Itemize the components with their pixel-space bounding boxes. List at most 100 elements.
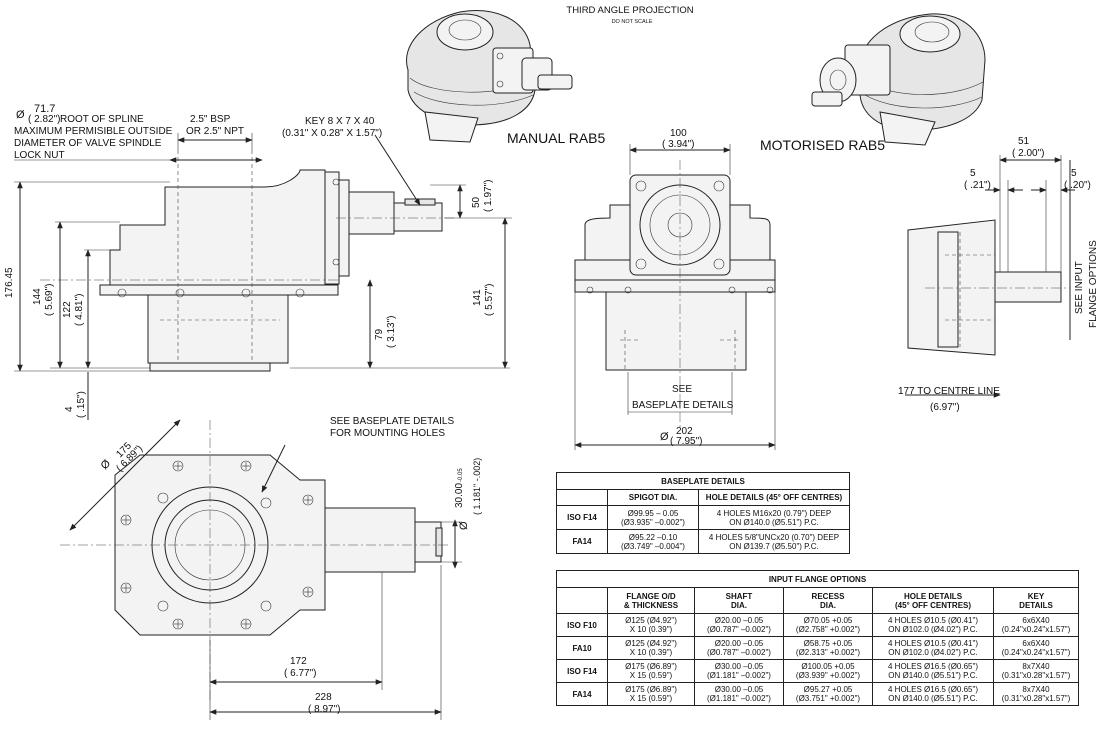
dim-144-inch: ( 5.69") xyxy=(44,284,55,316)
dim-228: 228 xyxy=(315,692,332,703)
baseplate-details-table: BASEPLATE DETAILS SPIGOT DIA. HOLE DETAI… xyxy=(556,472,850,554)
key-cell: 6x6X40(0.24"x0.24"x1.57") xyxy=(993,613,1079,637)
manual-rab5-illustration xyxy=(406,10,573,143)
flange-table-title: INPUT FLANGE OPTIONS xyxy=(556,570,1079,588)
dim-50-inch: ( 1.97") xyxy=(483,180,494,212)
scale-note: DO NOT SCALE xyxy=(612,19,653,25)
row-label: ISO F14 xyxy=(556,659,608,683)
dim-79-inch: ( 3.13") xyxy=(386,316,397,348)
dim-51-inch: ( 2.00") xyxy=(1012,148,1044,159)
dim-4-inch: ( .15") xyxy=(76,391,87,418)
row-label: FA14 xyxy=(556,682,608,706)
dim-172-inch: ( 6.77") xyxy=(284,668,316,679)
holes-cell: 4 HOLES Ø16.5 (Ø0.65")ON Ø140.0 (Ø5.51")… xyxy=(872,659,994,683)
spline-note-2: MAXIMUM PERMISIBLE OUTSIDE xyxy=(14,126,173,137)
table-row: ISO F10 Ø125 (Ø4.92")X 10 (0.39") Ø20.00… xyxy=(556,613,1079,637)
dim-144: 144 xyxy=(32,288,43,305)
motorised-rab5-illustration xyxy=(811,13,986,146)
dim-122-inch: ( 4.81") xyxy=(74,294,85,326)
dim-122: 122 xyxy=(62,301,73,318)
input-flange-note-1: SEE INPUT xyxy=(1074,261,1085,314)
key-line-1: KEY 8 X 7 X 40 xyxy=(305,116,375,127)
row-label: ISO F14 xyxy=(556,505,608,530)
shaft-cell: Ø20.00 –0.05(Ø0.787" –0.002") xyxy=(694,613,784,637)
dim-30-tolerance: -0.05 xyxy=(458,468,464,482)
spline-dia-inch: ( 2.82") xyxy=(28,114,60,125)
dim-30-inch: ( 1.181" -.002) xyxy=(472,458,482,515)
dim-5b-inch: ( .20") xyxy=(1064,180,1091,191)
table-row: FA10 Ø125 (Ø4.92")X 10 (0.39") Ø20.00 –0… xyxy=(556,636,1079,660)
baseplate-note-2: FOR MOUNTING HOLES xyxy=(330,428,445,439)
bsp-line-2: OR 2.5" NPT xyxy=(186,126,244,137)
dim-30: 30.00 xyxy=(454,483,465,508)
dim-228-inch: ( 8.97") xyxy=(308,704,340,715)
holes-cell: 4 HOLES Ø10.5 (Ø0.41")ON Ø102.0 (Ø4.02")… xyxy=(872,636,994,660)
motorised-rab5-label: MOTORISED RAB5 xyxy=(760,137,885,153)
dim-175-symbol: Ø xyxy=(99,457,114,472)
spline-note-1: ROOT OF SPLINE xyxy=(60,114,144,125)
dim-176: 176.45 xyxy=(4,267,15,298)
dim-100: 100 xyxy=(670,128,687,139)
flange-header-blank xyxy=(556,587,608,614)
baseplate-table-title: BASEPLATE DETAILS xyxy=(556,472,850,490)
recess-cell: Ø70.05 +0.05(Ø2.758" +0.002") xyxy=(783,613,873,637)
spline-note-3: DIAMETER OF VALVE SPINDLE xyxy=(14,138,162,149)
row-label: FA14 xyxy=(556,529,608,554)
flange-header-od: FLANGE O/D& THICKNESS xyxy=(607,587,695,614)
dim-5a: 5 xyxy=(970,168,976,179)
recess-cell: Ø95.27 +0.05(Ø3.751" +0.002") xyxy=(783,682,873,706)
flange-header-holes: HOLE DETAILS(45° OFF CENTRES) xyxy=(872,587,994,614)
dim-79: 79 xyxy=(374,328,385,340)
dim-5a-inch: ( .21") xyxy=(964,180,991,191)
shaft-cell: Ø20.00 –0.05(Ø0.787" –0.002") xyxy=(694,636,784,660)
key-cell: 8x7X40(0.31"x0.28"x1.57") xyxy=(993,659,1079,683)
spigot-cell: Ø95.22 –0.10(Ø3.749" –0.004") xyxy=(607,529,699,554)
shaft-cell: Ø30.00 –0.05(Ø1.181" –0.002") xyxy=(694,659,784,683)
od-cell: Ø175 (Ø6.89")X 15 (0.59") xyxy=(607,659,695,683)
key-cell: 8x7X40(0.31"x0.28"x1.57") xyxy=(993,682,1079,706)
recess-cell: Ø58.75 +0.05(Ø2.313" +0.002") xyxy=(783,636,873,660)
bsp-line-1: 2.5" BSP xyxy=(190,114,231,125)
dim-30-symbol: Ø xyxy=(458,521,470,530)
od-cell: Ø125 (Ø4.92")X 10 (0.39") xyxy=(607,636,695,660)
od-cell: Ø175 (Ø6.89")X 15 (0.59") xyxy=(607,682,695,706)
key-line-2: (0.31" X 0.28" X 1.57") xyxy=(282,128,382,139)
spigot-cell: Ø99.95 – 0.05(Ø3.935" –0.002") xyxy=(607,505,699,530)
centre-line-note-1: 177 TO CENTRE LINE xyxy=(898,386,1000,397)
right-elevation-view xyxy=(905,155,1075,398)
recess-cell: Ø100.05 +0.05(Ø3.939" +0.002") xyxy=(783,659,873,683)
side-elevation-view xyxy=(14,133,512,420)
dim-141: 141 xyxy=(472,289,483,306)
baseplate-note-1: SEE BASEPLATE DETAILS xyxy=(330,416,454,427)
spline-note-4: LOCK NUT xyxy=(14,150,65,161)
table-row: ISO F14 Ø99.95 – 0.05(Ø3.935" –0.002") 4… xyxy=(556,505,850,530)
table-row: FA14 Ø175 (Ø6.89")X 15 (0.59") Ø30.00 –0… xyxy=(556,682,1079,706)
dim-50: 50 xyxy=(471,196,482,208)
dim-141-inch: ( 5.57") xyxy=(484,284,495,316)
row-label: ISO F10 xyxy=(556,613,608,637)
input-flange-options-table: INPUT FLANGE OPTIONS FLANGE O/D& THICKNE… xyxy=(556,570,1079,706)
holes-cell: 4 HOLES Ø10.5 (Ø0.41")ON Ø102.0 (Ø4.02")… xyxy=(872,613,994,637)
baseplate-header-holes: HOLE DETAILS (45° OFF CENTRES) xyxy=(698,489,850,506)
dim-4: 4 xyxy=(64,406,75,412)
input-flange-note-2: FLANGE OPTIONS xyxy=(1088,240,1099,328)
see-baseplate-1: SEE xyxy=(672,384,692,395)
manual-rab5-label: MANUAL RAB5 xyxy=(507,130,606,146)
key-cell: 6x6X40(0.24"x0.24"x1.57") xyxy=(993,636,1079,660)
dim-5b: 5 xyxy=(1071,168,1077,179)
holes-cell: 4 HOLES Ø16.5 (Ø0.65")ON Ø140.0 (Ø5.51")… xyxy=(872,682,994,706)
dim-100-inch: ( 3.94") xyxy=(662,139,694,150)
projection-note: THIRD ANGLE PROJECTION xyxy=(566,5,693,16)
od-cell: Ø125 (Ø4.92")X 10 (0.39") xyxy=(607,613,695,637)
spline-dia-symbol: Ø xyxy=(16,109,25,121)
baseplate-header-spigot: SPIGOT DIA. xyxy=(607,489,699,506)
see-baseplate-2: BASEPLATE DETAILS xyxy=(632,400,734,411)
centre-line-note-2: (6.97") xyxy=(930,402,960,413)
table-row: ISO F14 Ø175 (Ø6.89")X 15 (0.59") Ø30.00… xyxy=(556,659,1079,683)
